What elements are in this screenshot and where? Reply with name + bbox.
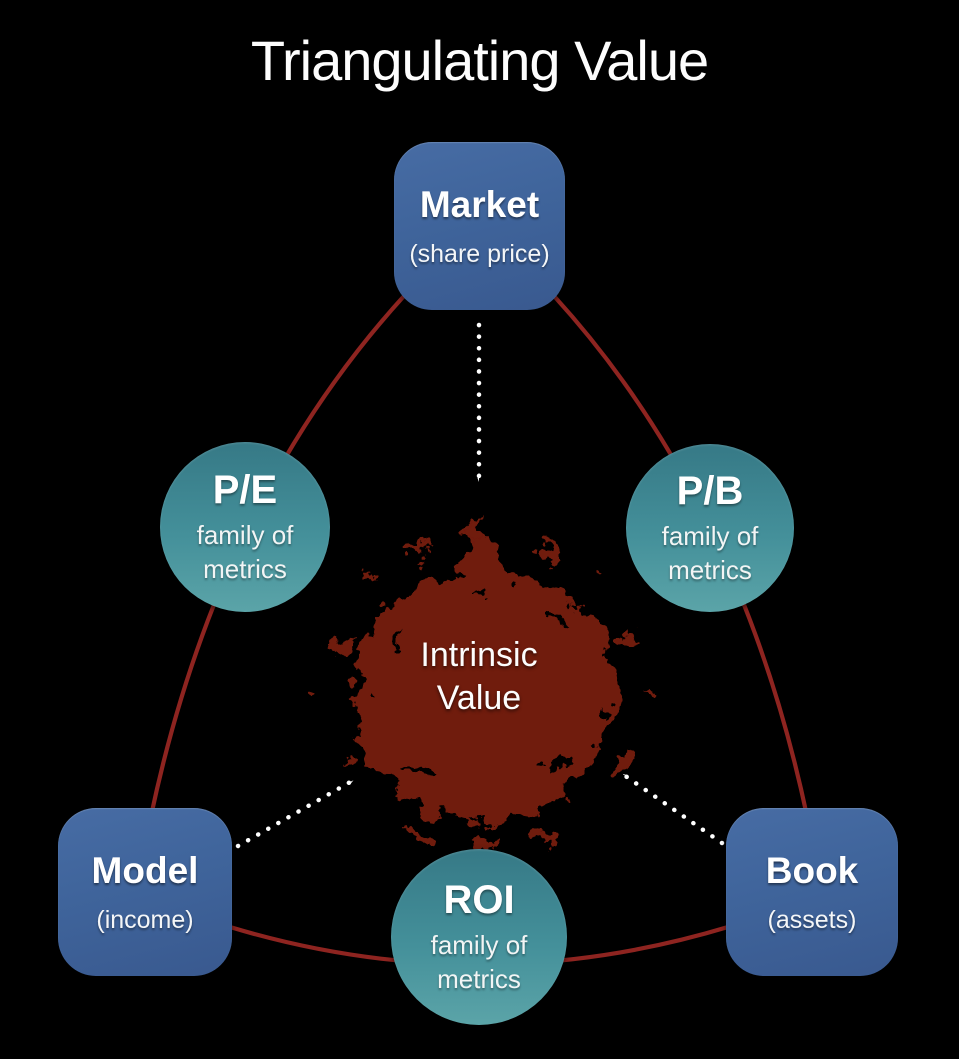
- metric-roi-label: ROI: [443, 877, 515, 922]
- node-market: Market (share price): [394, 142, 565, 310]
- node-model-sub: (income): [96, 905, 194, 934]
- node-book: Book (assets): [726, 808, 898, 976]
- intrinsic-value-blob: [305, 514, 661, 852]
- node-model-label: Model: [91, 849, 199, 891]
- arrow-model-to-center: [235, 778, 355, 849]
- metric-pe: P/E family of metrics: [160, 442, 330, 612]
- node-market-sub: (share price): [409, 239, 550, 268]
- node-model: Model (income): [58, 808, 232, 976]
- intrinsic-value-label: Intrinsic Value: [420, 636, 538, 717]
- metric-pb: P/B family of metrics: [626, 444, 794, 612]
- metric-roi: ROI family of metrics: [391, 849, 567, 1025]
- node-book-label: Book: [765, 849, 859, 891]
- arrows: [235, 322, 725, 849]
- metric-pb-sub: family of metrics: [661, 520, 759, 585]
- metric-pb-label: P/B: [676, 468, 744, 513]
- metric-pe-label: P/E: [212, 467, 278, 512]
- metric-pe-sub: family of metrics: [196, 519, 294, 584]
- node-book-sub: (assets): [767, 905, 857, 934]
- arrow-book-to-center: [621, 772, 725, 846]
- metric-roi-sub: family of metrics: [430, 929, 528, 994]
- diagram-title: Triangulating Value: [250, 29, 709, 92]
- node-market-label: Market: [419, 183, 540, 225]
